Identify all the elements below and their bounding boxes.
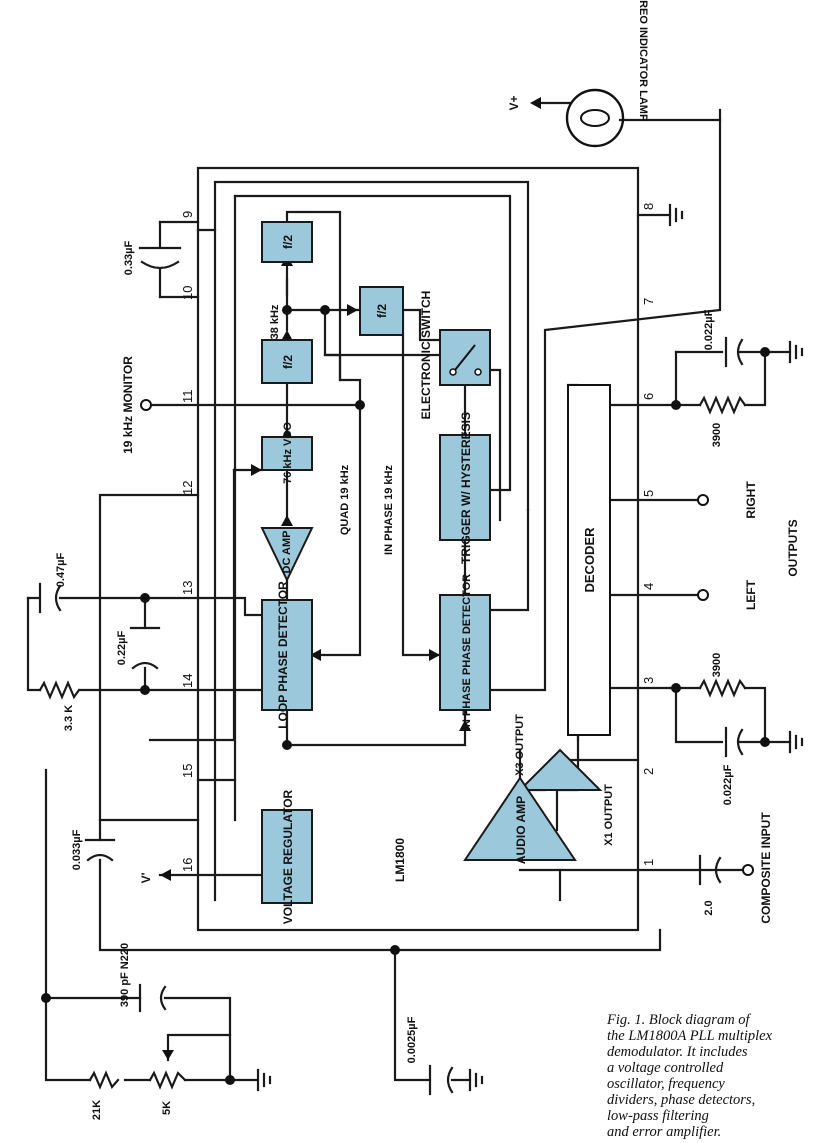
chip-outline <box>196 166 640 932</box>
pin-12: 12 <box>180 481 195 495</box>
ground-symbols <box>256 203 804 1092</box>
pin-7: 7 <box>641 298 656 305</box>
pin-11: 11 <box>180 390 195 404</box>
r5k-label: 5K <box>161 1101 173 1115</box>
decoder-label: DECODER <box>582 527 597 593</box>
component-labels: 0.33µF 0.022µF 0.47µF 0.22µF 3.3 K 3900 … <box>55 240 734 1120</box>
signal-labels: QUAD 19 kHz IN PHASE 19 kHz 38 kHz 19 kH… <box>121 0 800 924</box>
in-phase-signal-label: IN PHASE 19 kHz <box>383 465 395 555</box>
resistors <box>38 395 747 1090</box>
pin-numbers: 1 2 3 4 5 6 7 8 9 10 11 12 13 14 15 16 <box>180 203 656 872</box>
pin-16: 16 <box>180 858 195 872</box>
dc-amp-block <box>260 527 314 583</box>
pin-6: 6 <box>641 393 656 400</box>
divider-mid-label: f/2 <box>281 355 295 369</box>
x3-output-label: X3 OUTPUT <box>514 714 526 776</box>
capacitors <box>26 336 744 1096</box>
right-output-label: RIGHT <box>744 481 758 519</box>
terminals <box>140 399 754 876</box>
caption-line: a voltage controlled <box>607 1060 724 1076</box>
figure-caption: Fig. 1. Block diagram of the LM1800A PLL… <box>607 1012 807 1140</box>
left-output-label: LEFT <box>744 579 758 610</box>
loop-phase-detector-label: LOOP PHASE DETECTOR <box>276 581 290 729</box>
in-phase-detector-block <box>439 594 491 711</box>
x1-output-label: X1 OUTPUT <box>603 784 615 846</box>
divider-block-right <box>359 286 404 336</box>
pin-9: 9 <box>180 211 195 218</box>
c022-top-label: 0.022µF <box>703 309 715 350</box>
dc-amp-label: DC AMP <box>281 531 293 574</box>
audio-amp-label: AUDIO AMP <box>514 796 528 864</box>
lamp-label: STEREO INDICATOR LAMP <box>637 0 649 121</box>
loop-phase-detector-block <box>261 599 313 711</box>
r33k-label: 3.3 K <box>63 705 75 731</box>
c20-label: 2.0 <box>703 900 715 915</box>
pin-4: 4 <box>641 583 656 590</box>
audio-amp-shape <box>517 748 603 791</box>
trigger-block <box>439 434 491 541</box>
divider-right-label: f/2 <box>375 304 389 318</box>
divider-top-label: f/2 <box>281 235 295 249</box>
caption-line: demodulator. It includes <box>607 1044 748 1060</box>
stereo-indicator-lamp <box>565 88 625 148</box>
r3900-top-label: 3900 <box>711 423 723 447</box>
junctions <box>41 97 770 1085</box>
caption-line: the LM1800A PLL multiplex <box>607 1028 773 1044</box>
vplus-label: V+ <box>507 95 521 110</box>
vco-block <box>261 436 313 471</box>
composite-input-label: COMPOSITE INPUT <box>759 812 773 924</box>
in-phase-detector-label: IN PHASE PHASE DETECTOR <box>461 574 473 730</box>
vprime-label: V' <box>139 872 153 883</box>
caption-line: dividers, phase detectors, <box>607 1092 756 1108</box>
caption-line: and error amplifier. <box>607 1124 722 1140</box>
audio-amp-block <box>463 776 577 861</box>
r21k-label: 21K <box>91 1100 103 1120</box>
functional-blocks <box>260 221 611 904</box>
divider-block-mid <box>261 339 313 384</box>
monitor-label: 19 kHz MONITOR <box>121 356 135 454</box>
c0033-label: 0.033µF <box>71 829 83 870</box>
c033-label: 0.33µF <box>123 240 135 275</box>
caption-line: Fig. 1. Block diagram of <box>607 1012 750 1028</box>
caption-line: low-pass filtering <box>607 1108 709 1124</box>
caption-line: oscillator, frequency <box>607 1076 725 1092</box>
divider-block-top <box>261 221 313 263</box>
voltage-regulator-label: VOLTAGE REGULATOR <box>281 789 295 924</box>
outputs-label: OUTPUTS <box>786 519 800 576</box>
c022-bot-label: 0.022µF <box>722 764 734 805</box>
trigger-label: TRIGGER W/ HYSTERESIS <box>459 412 473 564</box>
pin-2: 2 <box>641 768 656 775</box>
pin-15: 15 <box>180 764 195 778</box>
pin-8: 8 <box>641 203 656 210</box>
c022-mid-label: 0.22µF <box>116 630 128 665</box>
vco-label: 76 kHz VCO <box>282 422 294 484</box>
electronic-switch-label: ELECTRONIC SWITCH <box>419 291 433 420</box>
pin-13: 13 <box>180 581 195 595</box>
block-labels: LOOP PHASE DETECTOR DC AMP 76 kHz VCO f/… <box>276 235 597 925</box>
c390-label: 390 pF N220 <box>119 943 131 1007</box>
pin-1: 1 <box>641 859 656 866</box>
38khz-label: 38 kHz <box>269 304 281 339</box>
quad-signal-label: QUAD 19 kHz <box>339 464 351 535</box>
decoder-block <box>567 384 611 736</box>
wiring <box>26 101 792 1082</box>
pin-10: 10 <box>180 286 195 300</box>
pin-5: 5 <box>641 490 656 497</box>
r3900-bot-label: 3900 <box>711 653 723 677</box>
voltage-regulator-block <box>261 809 313 904</box>
c00025-label: 0.0025µF <box>406 1016 418 1063</box>
c047-label: 0.47µF <box>55 552 67 587</box>
pin-3: 3 <box>641 677 656 684</box>
chip-label: LM1800 <box>393 838 407 882</box>
pin-14: 14 <box>180 674 195 688</box>
